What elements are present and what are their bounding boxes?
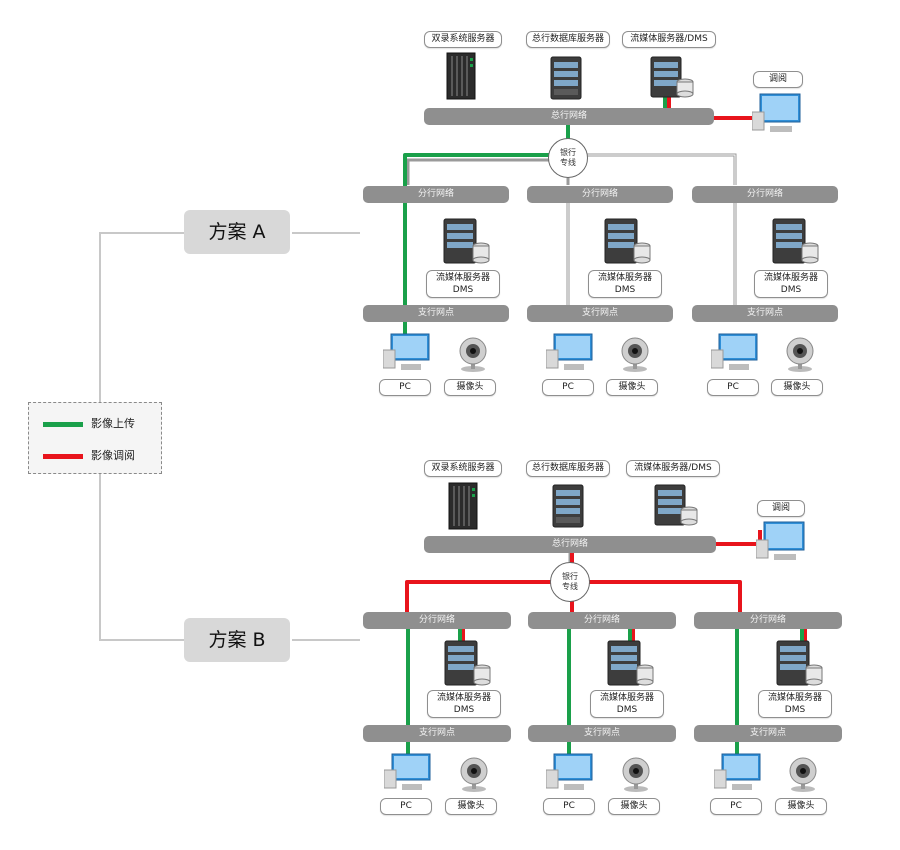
- sub-branch-bar: 支行网点: [694, 725, 842, 742]
- media-server-icon: [776, 640, 824, 688]
- branch-dms-label: 流媒体服务器 DMS: [427, 690, 501, 718]
- camera-label: 摄像头: [608, 798, 660, 815]
- dms-label-line1: 流媒体服务器: [435, 273, 490, 283]
- blade-server-icon: [446, 52, 476, 100]
- hq-server-label-database: 总行数据库服务器: [526, 31, 610, 48]
- branch-dms-label: 流媒体服务器 DMS: [590, 690, 664, 718]
- webcam-icon: [785, 756, 821, 792]
- dms-label-line1: 流媒体服务器: [767, 693, 822, 703]
- dms-label-line2: DMS: [616, 705, 638, 715]
- plan-b-label: 方案 B: [184, 618, 290, 662]
- camera-label: 摄像头: [445, 798, 497, 815]
- hq-server-label-recording: 双录系统服务器: [424, 31, 502, 48]
- branch-network-bar: 分行网络: [528, 612, 676, 629]
- sub-branch-bar: 支行网点: [527, 305, 673, 322]
- legend-upload: 影像上传: [43, 417, 135, 431]
- branch-network-bar: 分行网络: [363, 612, 511, 629]
- hub-label-1: 银行: [560, 148, 576, 157]
- branch-dms-label: 流媒体服务器 DMS: [426, 270, 500, 298]
- dms-label-line1: 流媒体服务器: [597, 273, 652, 283]
- branch-dms-label: 流媒体服务器 DMS: [588, 270, 662, 298]
- sub-branch-bar: 支行网点: [528, 725, 676, 742]
- dms-label-line2: DMS: [453, 705, 475, 715]
- pc-label: PC: [542, 379, 594, 396]
- media-server-icon: [772, 218, 820, 266]
- server-icon: [552, 484, 584, 528]
- pc-label: PC: [379, 379, 431, 396]
- branch-dms-label: 流媒体服务器 DMS: [754, 270, 828, 298]
- computer-icon: [756, 520, 806, 564]
- legend-upload-label: 影像上传: [91, 417, 135, 430]
- hq-server-label-recording: 双录系统服务器: [424, 460, 502, 477]
- dms-label-line1: 流媒体服务器: [763, 273, 818, 283]
- pc-label: PC: [380, 798, 432, 815]
- hub-label-2: 专线: [562, 582, 578, 591]
- upload-swatch: [43, 421, 83, 427]
- camera-label: 摄像头: [444, 379, 496, 396]
- branch-network-bar: 分行网络: [692, 186, 838, 203]
- hq-server-label-media: 流媒体服务器/DMS: [626, 460, 720, 477]
- branch-network-bar: 分行网络: [694, 612, 842, 629]
- legend-review: 影像调阅: [43, 449, 135, 463]
- webcam-icon: [455, 336, 491, 372]
- legend-review-label: 影像调阅: [91, 449, 135, 462]
- computer-icon: [714, 752, 762, 794]
- pc-label: PC: [707, 379, 759, 396]
- media-server-icon: [604, 218, 652, 266]
- computer-icon: [546, 332, 594, 374]
- computer-icon: [383, 332, 431, 374]
- branch-network-bar: 分行网络: [363, 186, 509, 203]
- hub-label-2: 专线: [560, 158, 576, 167]
- server-icon: [550, 56, 582, 100]
- review-terminal-label: 调阅: [757, 500, 805, 517]
- hq-server-label-media: 流媒体服务器/DMS: [622, 31, 716, 48]
- hq-network-bar: 总行网络: [424, 536, 716, 553]
- legend: 影像上传 影像调阅: [28, 402, 162, 474]
- webcam-icon: [618, 756, 654, 792]
- camera-label: 摄像头: [606, 379, 658, 396]
- plan-a-label: 方案 A: [184, 210, 290, 254]
- media-server-icon: [607, 640, 655, 688]
- computer-icon: [752, 92, 802, 136]
- computer-icon: [546, 752, 594, 794]
- computer-icon: [384, 752, 432, 794]
- blade-server-icon: [448, 482, 478, 530]
- review-swatch: [43, 453, 83, 459]
- webcam-icon: [782, 336, 818, 372]
- dms-label-line2: DMS: [614, 285, 636, 295]
- dms-label-line2: DMS: [452, 285, 474, 295]
- bank-line-hub: 银行 专线: [550, 562, 590, 602]
- camera-label: 摄像头: [775, 798, 827, 815]
- hq-network-bar: 总行网络: [424, 108, 714, 125]
- plan-bracket: [99, 232, 360, 641]
- media-server-icon: [654, 484, 698, 528]
- sub-branch-bar: 支行网点: [363, 725, 511, 742]
- review-terminal-label: 调阅: [753, 71, 803, 88]
- media-server-icon: [650, 56, 694, 100]
- sub-branch-bar: 支行网点: [692, 305, 838, 322]
- branch-network-bar: 分行网络: [527, 186, 673, 203]
- camera-label: 摄像头: [771, 379, 823, 396]
- hq-server-label-database: 总行数据库服务器: [526, 460, 610, 477]
- branch-dms-label: 流媒体服务器 DMS: [758, 690, 832, 718]
- hub-label-1: 银行: [562, 572, 578, 581]
- media-server-icon: [443, 218, 491, 266]
- pc-label: PC: [710, 798, 762, 815]
- sub-branch-bar: 支行网点: [363, 305, 509, 322]
- webcam-icon: [456, 756, 492, 792]
- dms-label-line1: 流媒体服务器: [599, 693, 654, 703]
- dms-label-line1: 流媒体服务器: [436, 693, 491, 703]
- computer-icon: [711, 332, 759, 374]
- dms-label-line2: DMS: [780, 285, 802, 295]
- media-server-icon: [444, 640, 492, 688]
- webcam-icon: [617, 336, 653, 372]
- dms-label-line2: DMS: [784, 705, 806, 715]
- bank-line-hub: 银行 专线: [548, 138, 588, 178]
- pc-label: PC: [543, 798, 595, 815]
